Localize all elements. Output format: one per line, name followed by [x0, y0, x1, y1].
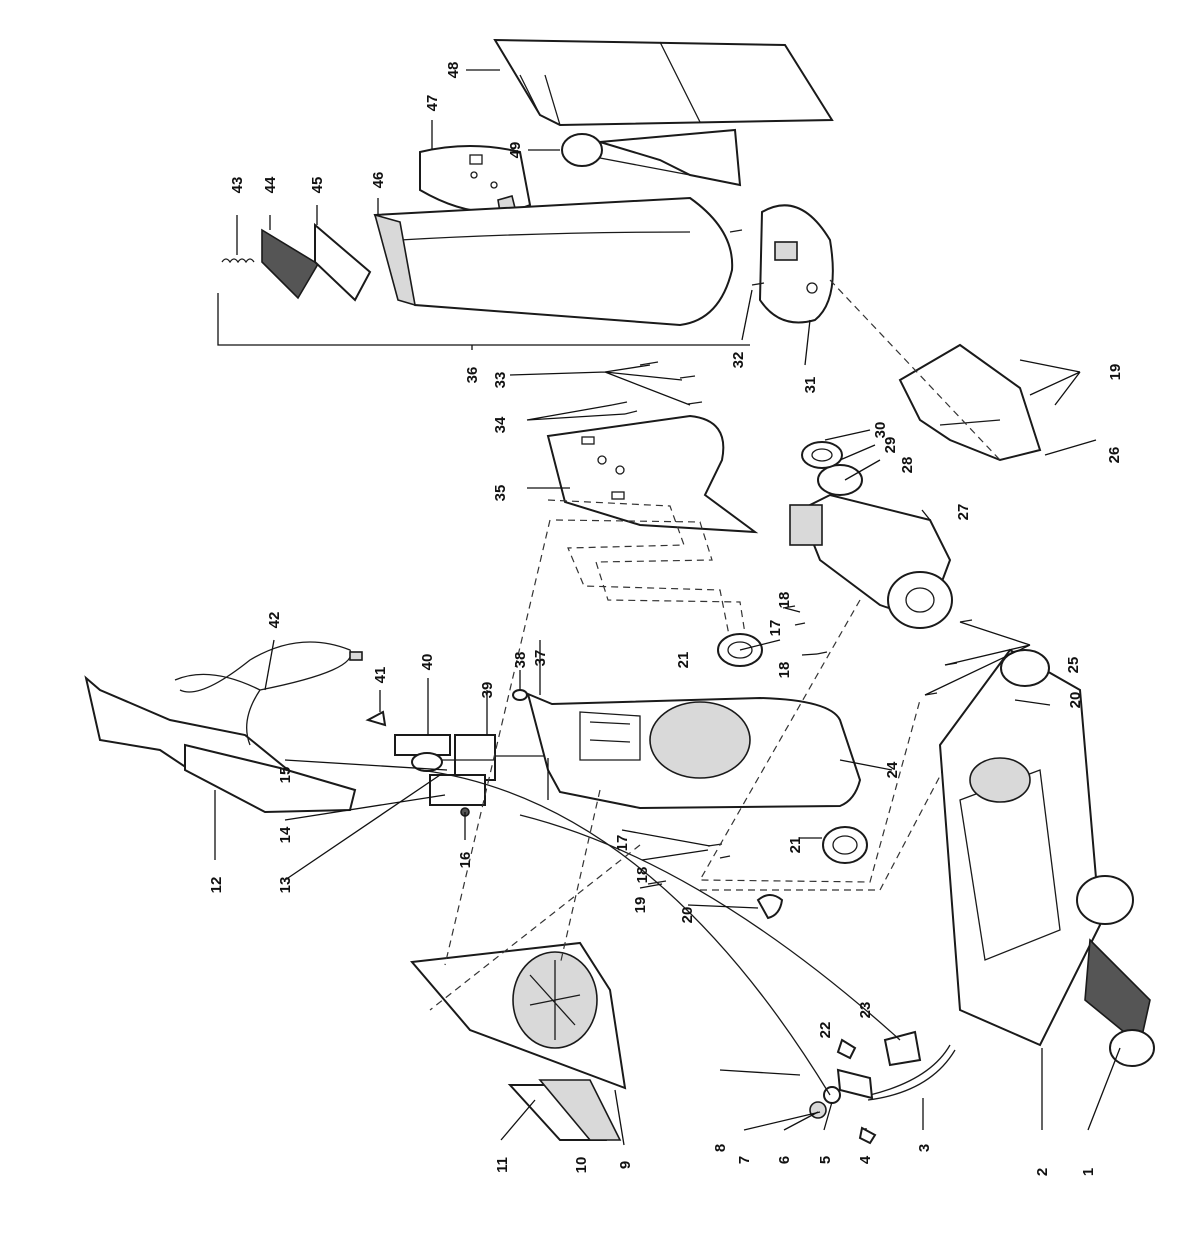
- screw-part: [729, 229, 765, 286]
- callout-17a: 17: [767, 620, 784, 637]
- callout-14: 14: [277, 826, 294, 843]
- outer-bag-part: [493, 38, 834, 127]
- callout-31: 31: [802, 377, 819, 394]
- callout-7: 7: [736, 1156, 753, 1164]
- screw-part-22: [836, 1038, 857, 1060]
- callout-25: 25: [1065, 657, 1082, 674]
- leader-lines: [214, 69, 1121, 1146]
- cord-clip-part: [365, 710, 387, 727]
- callout-42: 42: [266, 612, 283, 629]
- callout-13: 13: [277, 877, 294, 894]
- callout-8: 8: [712, 1144, 729, 1152]
- screw-part-4: [858, 1126, 877, 1145]
- handle-cap-part: [758, 204, 834, 324]
- handle-shell-part: [373, 196, 734, 327]
- callout-49: 49: [507, 142, 524, 159]
- callout-38: 38: [512, 652, 529, 669]
- motor-housing-part: [526, 692, 862, 810]
- belt-part: [836, 1044, 956, 1101]
- callout-48: 48: [445, 62, 462, 79]
- screw-set-part: [611, 361, 703, 415]
- brushroll-part: [1084, 938, 1155, 1067]
- callout-17b: 17: [614, 835, 631, 852]
- cord-reel-part: [394, 734, 451, 756]
- spring-part: [221, 258, 255, 264]
- callout-47: 47: [424, 95, 441, 112]
- callout-29: 29: [882, 437, 899, 454]
- side-plate-part: [546, 414, 759, 534]
- callout-45: 45: [309, 177, 326, 194]
- bag-collar-part: [561, 128, 742, 187]
- bag-cover-part: [419, 145, 532, 214]
- callout-36: 36: [464, 367, 481, 384]
- callout-5: 5: [817, 1156, 834, 1164]
- callout-33: 33: [492, 372, 509, 389]
- callout-27: 27: [955, 504, 972, 521]
- callout-26: 26: [1106, 447, 1123, 464]
- callout-46: 46: [370, 172, 387, 189]
- upper-handle-part: [84, 675, 357, 814]
- callout-2: 2: [1034, 1168, 1051, 1176]
- callout-37: 37: [532, 650, 549, 667]
- plate-part: [261, 228, 320, 300]
- callout-18a: 18: [776, 592, 793, 609]
- callout-6: 6: [776, 1156, 793, 1164]
- callout-12: 12: [208, 877, 225, 894]
- filter-cover-part: [410, 941, 627, 1090]
- fan-ring-part: [801, 441, 863, 496]
- callout-19a: 19: [632, 897, 649, 914]
- callout-1: 1: [1080, 1168, 1097, 1176]
- callout-22: 22: [817, 1022, 834, 1039]
- callout-20a: 20: [679, 907, 696, 924]
- callout-18c: 18: [634, 867, 651, 884]
- knob-part: [512, 689, 528, 701]
- callout-30: 30: [872, 422, 889, 439]
- cap-part-left: [756, 894, 784, 920]
- callout-41: 41: [372, 667, 389, 684]
- callout-43: 43: [229, 177, 246, 194]
- callout-34: 34: [492, 416, 509, 433]
- callout-16: 16: [457, 852, 474, 869]
- callout-10: 10: [573, 1157, 590, 1174]
- callout-20b: 20: [1067, 692, 1084, 709]
- spacer-part: [429, 774, 486, 806]
- callout-35: 35: [492, 485, 509, 502]
- callout-32: 32: [730, 352, 747, 369]
- callout-15: 15: [277, 767, 294, 784]
- callout-19b: 19: [1107, 364, 1124, 381]
- motor-part: [789, 493, 953, 629]
- callout-24: 24: [884, 761, 901, 778]
- bracket-part: [314, 222, 372, 302]
- callout-9: 9: [617, 1161, 634, 1169]
- callout-21a: 21: [675, 652, 692, 669]
- clip-part: [883, 1030, 922, 1067]
- bolt-set-part: [707, 605, 828, 859]
- motor-cover-part: [898, 343, 1042, 462]
- switch-bracket-part: [435, 734, 496, 781]
- callout-11: 11: [494, 1157, 511, 1173]
- callout-3: 3: [916, 1144, 933, 1152]
- callout-18b: 18: [776, 662, 793, 679]
- callout-4: 4: [857, 1155, 874, 1164]
- callout-23: 23: [857, 1002, 874, 1019]
- power-cord-part: [174, 641, 363, 746]
- callout-44: 44: [262, 176, 279, 193]
- base-nozzle-part: [938, 648, 1134, 1047]
- filter-strip-part: [507, 1079, 622, 1141]
- callout-21b: 21: [787, 837, 804, 854]
- callout-40: 40: [419, 654, 436, 671]
- gear-part-lower: [822, 826, 868, 864]
- callout-39: 39: [479, 682, 496, 699]
- callout-28: 28: [899, 457, 916, 474]
